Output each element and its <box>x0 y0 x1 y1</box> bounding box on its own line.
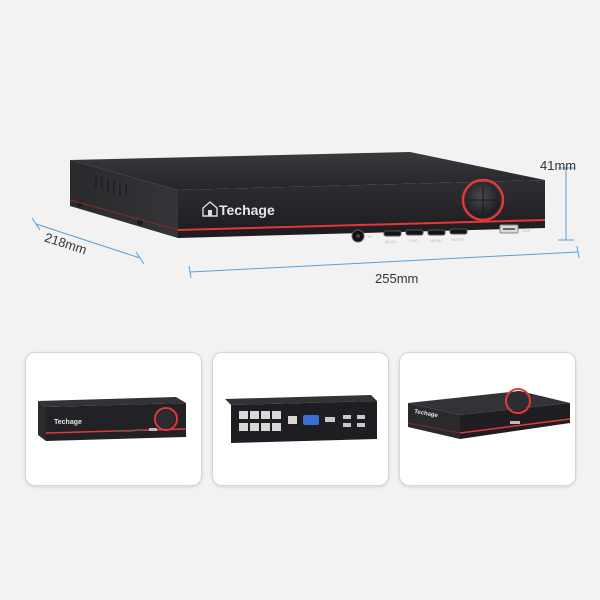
side-screw-icon <box>137 219 143 225</box>
nvr-device-main: Techage IR QUAD ESC MENU ENTER USB <box>31 152 580 279</box>
thumb-side-brand-text: Techage <box>414 409 439 419</box>
brand-logo-text: Techage <box>219 202 275 218</box>
esc-button-label: ESC <box>410 238 418 243</box>
front-buttons: QUAD ESC MENU ENTER <box>383 228 468 244</box>
thumb-brand-text: Techage <box>54 419 82 426</box>
thumbnail-side-view[interactable]: Techage <box>399 352 576 486</box>
red-accent-stripe <box>177 219 546 231</box>
knob-red-ring <box>461 178 505 222</box>
dimension-lines <box>31 167 580 279</box>
esc-button[interactable] <box>405 229 424 236</box>
ir-jack-label: IR <box>368 234 372 239</box>
quad-button[interactable] <box>383 230 402 237</box>
menu-button[interactable] <box>427 229 446 236</box>
side-vents <box>95 175 127 197</box>
chassis-side <box>70 160 178 238</box>
chassis-top <box>70 152 545 190</box>
thumbnail-front-view[interactable]: Techage <box>25 352 202 486</box>
chassis-front <box>178 180 545 238</box>
techage-logo-icon <box>202 201 218 217</box>
quad-button-label: QUAD <box>385 239 397 244</box>
height-dimension-label: 41mm <box>540 158 577 173</box>
thumbnail-back-view[interactable] <box>212 352 389 486</box>
enter-button[interactable] <box>449 228 468 235</box>
usb-port-label: USB <box>522 228 531 233</box>
width-dimension-label: 255mm <box>375 271 419 286</box>
vga-port <box>303 415 319 425</box>
enter-button-label: ENTER <box>451 237 465 242</box>
menu-button-label: MENU <box>430 238 442 243</box>
